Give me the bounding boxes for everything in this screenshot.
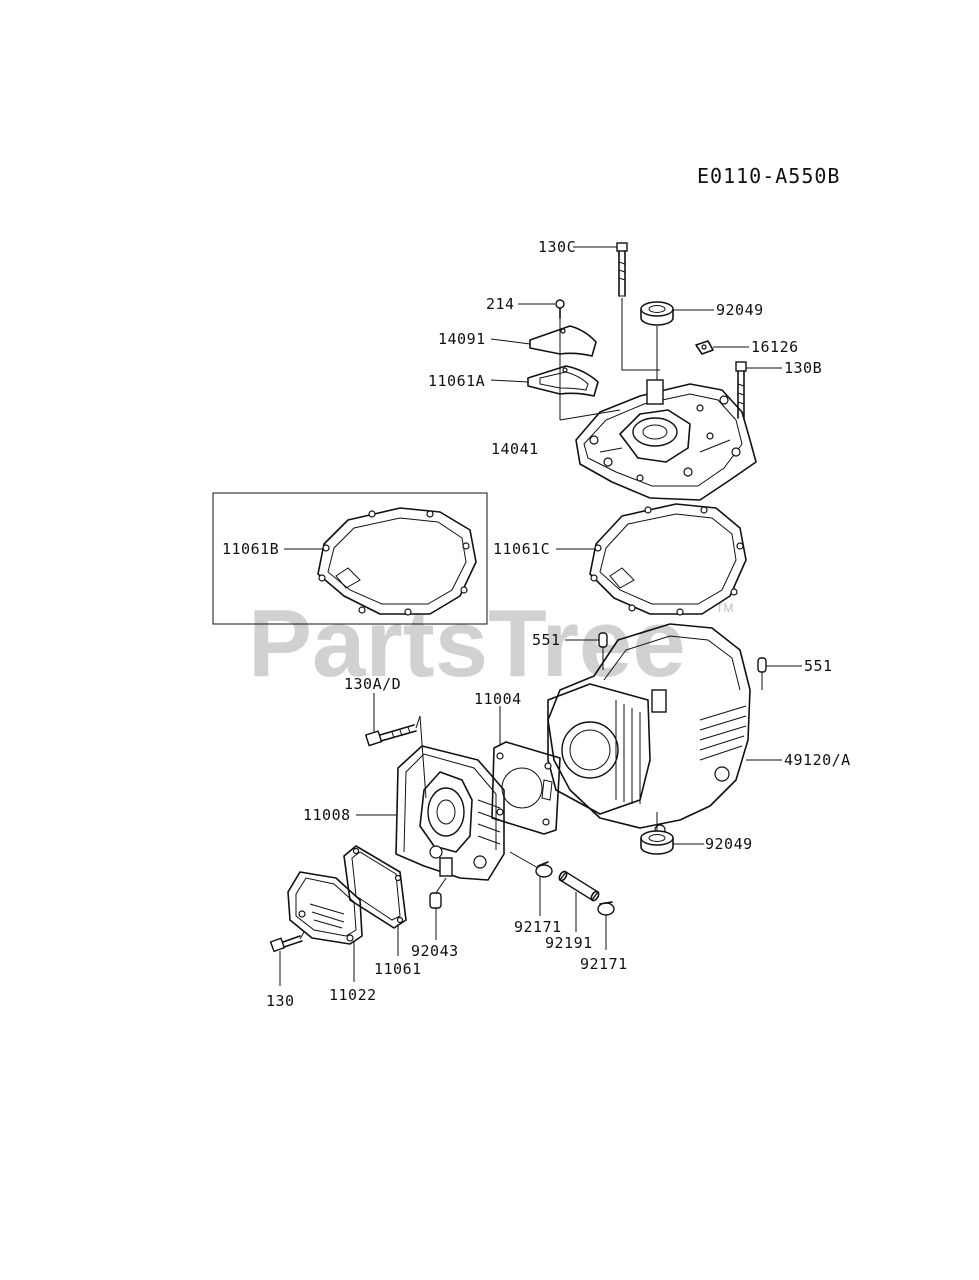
label-92049-top: 92049 [716, 301, 764, 319]
label-92049-bottom: 92049 [705, 835, 753, 853]
washer-16126 [695, 340, 714, 355]
label-49120a: 49120/A [784, 751, 851, 769]
label-11022: 11022 [329, 986, 377, 1004]
leader-130-install [299, 931, 305, 940]
label-11061b: 11061B [222, 540, 279, 558]
label-11061a: 11061A [428, 372, 485, 390]
hose-clamp-92171-left [535, 861, 553, 878]
rocker-cover-gasket-11061 [343, 845, 407, 929]
bolt-130ad [364, 724, 417, 747]
hose-clamp-92171-right [597, 901, 615, 916]
label-551-left: 551 [532, 631, 561, 649]
label-92043: 92043 [411, 942, 459, 960]
label-14091: 14091 [438, 330, 486, 348]
diagram-code: E0110-A550B [697, 164, 840, 188]
leader-130c-install [621, 298, 660, 371]
dowel-92043 [429, 892, 442, 909]
label-130b: 130B [784, 359, 822, 377]
rocker-cover-11022 [287, 871, 363, 945]
oil-seal-92049-top [640, 301, 674, 326]
optional-part-box [212, 492, 488, 625]
label-130ad: 130A/D [344, 675, 401, 693]
label-11061: 11061 [374, 960, 422, 978]
label-130: 130 [266, 992, 295, 1010]
leader-14041 [559, 409, 621, 421]
crankcase-cover-14041 [575, 379, 757, 501]
label-551-right: 551 [804, 657, 833, 675]
plate-14091 [529, 325, 597, 357]
watermark-trademark: TM [716, 601, 733, 615]
leader-11061a [490, 379, 529, 383]
bolt-130c [616, 242, 628, 297]
label-214: 214 [486, 295, 515, 313]
gasket-11061b [317, 507, 477, 616]
label-16126: 16126 [751, 338, 799, 356]
leader-130ad-install [415, 715, 427, 799]
leader-92171-left-install [509, 851, 539, 869]
label-14041: 14041 [491, 440, 539, 458]
dowel-pin-551-right [757, 657, 767, 673]
leader-14091 [490, 338, 531, 345]
bolt-130b [735, 361, 747, 419]
label-11008: 11008 [303, 806, 351, 824]
oil-seal-92049-bottom [640, 830, 674, 855]
gasket-11061c [589, 503, 747, 616]
label-92171-left: 92171 [514, 918, 562, 936]
breather-hose-92191 [558, 870, 600, 902]
label-92171-right: 92171 [580, 955, 628, 973]
head-gasket-11004 [491, 741, 561, 835]
screw-214 [555, 299, 565, 319]
crankcase-49120a [547, 623, 751, 836]
cylinder-head-11008 [395, 745, 505, 881]
gasket-11061a [527, 365, 599, 397]
label-92191: 92191 [545, 934, 593, 952]
label-130c: 130C [538, 238, 576, 256]
bolt-130 [269, 935, 303, 953]
dowel-pin-551-left [598, 632, 608, 648]
label-11004: 11004 [474, 690, 522, 708]
watermark: PartsTree [248, 590, 686, 697]
leader-92043-install [435, 877, 447, 894]
label-11061c: 11061C [493, 540, 550, 558]
